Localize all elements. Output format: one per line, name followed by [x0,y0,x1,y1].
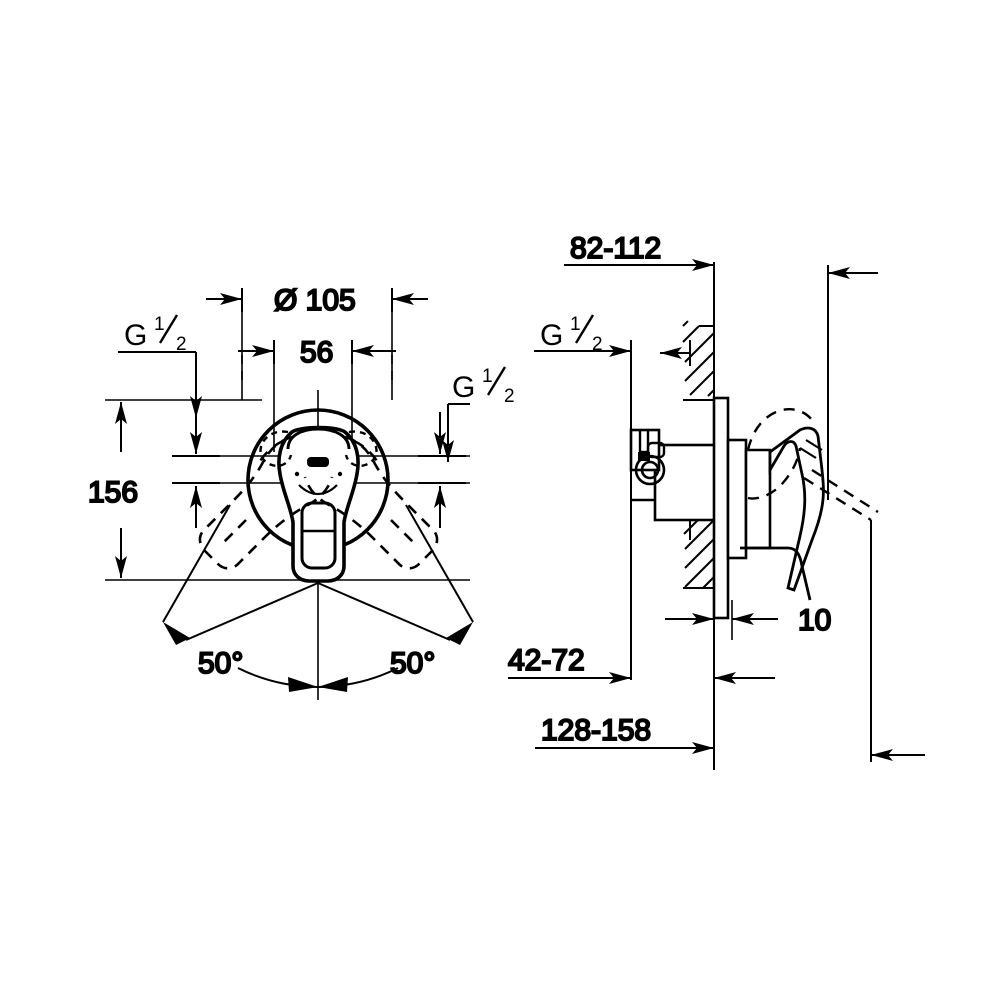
rosette-plate-side [712,396,748,620]
lever-ghost-ears [259,430,378,468]
dimension-label-angle-right: 50° [390,647,435,680]
dimension-128-158 [535,742,925,761]
lever-cap-front [286,427,351,450]
lever-mark-left [294,471,300,477]
thread-front-right-prefix: G [452,371,475,404]
dimension-label-156: 156 [88,476,138,509]
dimension-diameter-105 [206,288,428,312]
label-thread-front-left: G 1 2 [124,314,187,355]
thread-front-left-prefix: G [124,319,147,352]
angle-arrowheads [163,622,473,645]
dimension-label-10: 10 [798,604,831,637]
front-inlet-dim-left [172,412,220,528]
thread-front-left-numerator: 1 [154,314,165,335]
lever-ghost-side [746,408,879,522]
thread-side-denominator: 2 [592,334,603,355]
dimension-label-diameter-105: Ø 105 [274,284,356,317]
thread-front-right-numerator: 1 [482,366,493,387]
label-thread-side: G 1 2 [540,314,603,355]
front-inlet-dim-right [418,412,466,528]
lever-indicator-dot [307,457,329,467]
angle-dimension-arc [237,667,399,692]
lever-mark-right [337,471,343,477]
lever-ghost-left [198,435,334,570]
thread-side-numerator: 1 [570,314,581,335]
dimension-label-128-158: 128-158 [541,714,651,747]
dimension-10 [665,600,778,640]
leader-thread-front-right [442,403,470,462]
thread-side-prefix: G [540,319,563,352]
lever-side-lower [770,546,812,601]
thread-front-left-denominator: 2 [176,334,187,355]
concealed-body-details [631,430,666,502]
lever-ghost-right [303,435,439,570]
thread-front-right-denominator: 2 [504,386,515,407]
leader-thread-front-left [118,351,202,418]
dimension-label-82-112: 82-112 [570,232,661,265]
lever-ghost-side-connectors [799,439,823,459]
concealed-body [629,428,717,522]
dimension-label-angle-left: 50° [198,647,243,680]
dimension-label-42-72: 42-72 [508,644,585,677]
lever-arc-right [317,484,338,496]
wall-hatch-upper [682,318,715,401]
lever-slot [300,501,337,570]
dimension-label-56: 56 [300,336,333,369]
wall-hatch-lower [683,517,715,589]
lever-side [768,426,825,592]
angle-arms [162,504,474,641]
dimension-56 [238,340,396,364]
leader-thread-side [534,340,691,366]
lever-arc-left [298,484,319,496]
label-thread-front-right: G 1 2 [452,366,515,407]
